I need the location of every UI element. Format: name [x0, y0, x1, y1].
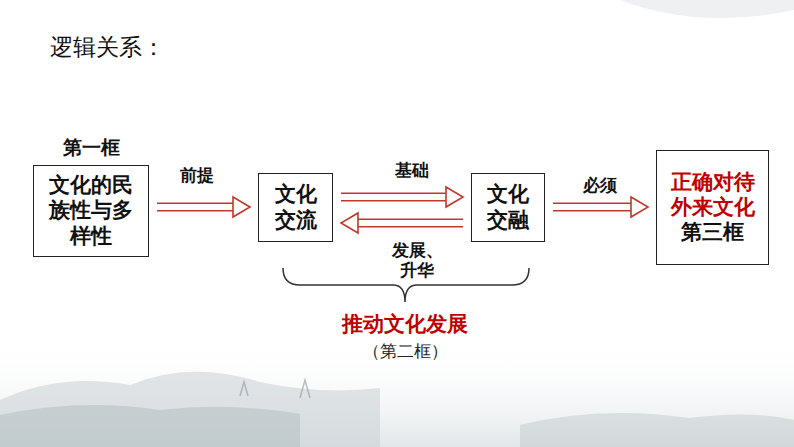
hollow-arrow	[341, 197, 446, 198]
process-box: 文化交融	[471, 173, 545, 242]
arrow-fill	[157, 204, 233, 210]
node-heading: 正确对待外来文化	[665, 170, 760, 220]
node-text: 第三框	[681, 220, 744, 245]
edge-label: 前提	[165, 165, 229, 185]
arrow-outline	[553, 203, 631, 212]
arrow-outline	[358, 219, 463, 228]
edge-label: 必须	[568, 175, 632, 195]
node-text: 文化的民族性与多样性	[42, 173, 140, 249]
trees	[240, 380, 310, 398]
node-text: 文化交融	[485, 182, 531, 232]
arrow-head-carrier	[553, 207, 631, 208]
arrow-fill	[341, 194, 446, 200]
arrow-head-carrier	[157, 207, 233, 208]
corner-wash	[620, 0, 794, 18]
arrow-outline	[157, 203, 233, 212]
edge-label: 基础	[380, 160, 444, 180]
process-box: 文化交流	[258, 173, 333, 242]
node-text: 文化交流	[273, 182, 319, 232]
first-frame-box: 第一框文化的民族性与多样性	[33, 165, 149, 257]
mist-band	[0, 340, 794, 447]
arrow-fill	[358, 220, 463, 226]
hollow-arrow	[553, 207, 631, 208]
right-shore	[520, 413, 794, 447]
diagram-title: 逻辑关系：	[50, 32, 165, 63]
arrow-head-carrier	[358, 223, 463, 224]
hollow-arrow	[358, 223, 463, 224]
third-frame-box: 正确对待外来文化第三框	[656, 150, 769, 265]
edge-label: 发展、升华	[387, 240, 447, 281]
near-hills	[0, 405, 300, 447]
group-note: （第二框）	[363, 340, 448, 363]
far-hills	[0, 372, 380, 447]
node-heading: 第一框	[34, 136, 148, 159]
arrow-head-carrier	[341, 197, 446, 198]
arrow-fill	[553, 204, 631, 210]
hollow-arrow	[157, 207, 233, 208]
arrow-outline	[341, 193, 446, 202]
group-label: 推动文化发展	[342, 310, 468, 338]
